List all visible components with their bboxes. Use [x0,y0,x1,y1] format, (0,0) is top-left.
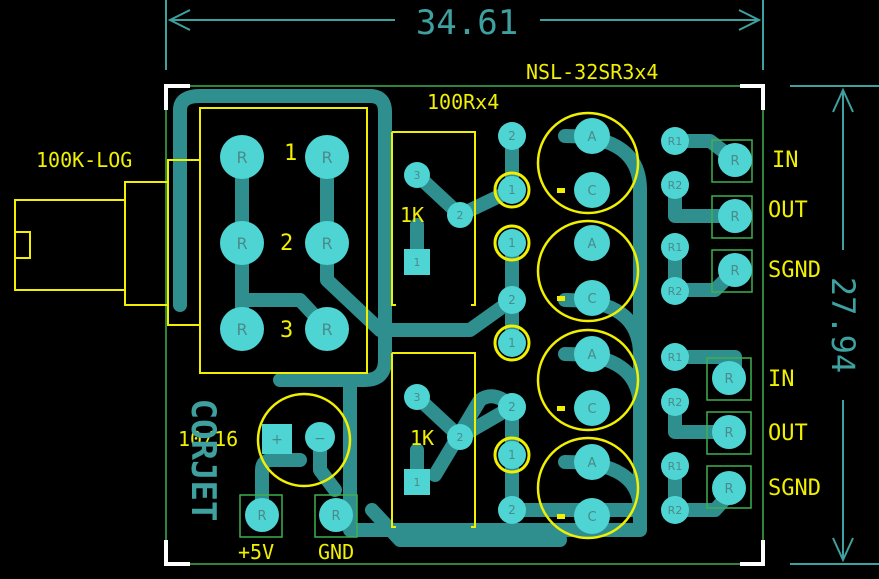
pad-label: 1 [414,256,421,269]
logo-text: CORJET [183,399,223,522]
pad-label: 1 [508,448,516,462]
pad [305,221,349,265]
position-2-label: 2 [280,231,293,256]
pad-label: R1 [668,351,683,364]
array-pads [498,122,526,524]
in2-label: IN [768,367,795,392]
pad-label: C [587,402,596,417]
pot-label: 100K-LOG [36,148,132,172]
pad-label: 3 [414,391,421,404]
pad-label: A [588,130,597,145]
pad [220,221,264,265]
pad-label: A [588,348,597,363]
pad-label: R [724,426,733,441]
pad-label: C [587,510,596,525]
pad-label: R [730,210,739,225]
connector-pads [245,143,752,532]
relay-pads [574,118,610,534]
sgnd1-label: SGND [768,258,821,283]
pad-label: R [236,234,247,253]
pad-label: R2 [668,285,683,298]
pad-label: 3 [414,169,421,182]
pad-label: R [730,154,739,169]
pad-label: R [724,482,733,497]
pad-label: C [587,184,596,199]
pad-label: C [587,292,596,307]
trimmer-pads [404,162,473,495]
pad-label: R [321,234,332,253]
pad-label: 2 [508,129,516,143]
cap-plus-pad [262,424,292,454]
pad-label: R [321,148,332,167]
pad-label: R [321,320,332,339]
pad-label: 1 [508,336,516,350]
trimmer-top-label: 1K [400,203,424,227]
height-dimension-label: 27.94 [824,277,862,373]
pad-label: R [331,509,340,524]
relay-outlines [256,111,640,540]
cap-label: 10/16 [178,427,238,451]
resistor-array-label: 100Rx4 [427,90,499,114]
width-dimension-label: 34.61 [416,3,518,43]
resistor-pads [661,127,689,524]
pad-label: R1 [668,460,683,473]
pad-label: R2 [668,504,683,517]
pad-label: 2 [508,400,516,414]
relay-label: NSL-32SR3x4 [526,60,658,84]
cap-plus-label: + [271,432,283,448]
cap-minus-label: − [314,431,326,447]
position-1-label: 1 [284,141,297,166]
plus5v-label: +5V [238,540,274,564]
pad-label: R [257,509,266,524]
pad-label: 1 [508,183,516,197]
pad [305,307,349,351]
pad-label: 2 [457,431,464,444]
pad-label: A [588,237,597,252]
cap-minus-pad [305,422,335,452]
connector-outlines [239,139,753,538]
position-3-label: 3 [280,318,293,343]
array-pin-markers [493,171,531,474]
pad-label: R2 [668,179,683,192]
pad-label: 2 [508,503,516,517]
pad-label: R1 [668,241,683,254]
board-outline [165,85,764,565]
out1-label: OUT [768,198,808,223]
pad-label: 1 [414,476,421,489]
pad-label: 2 [457,209,464,222]
pad [220,135,264,179]
trimmer-bottom-label: 1K [410,426,434,450]
resistor-network-outline [391,131,476,528]
relay-polarity-marks [557,188,565,519]
pad [305,135,349,179]
potentiometer-body [14,107,368,374]
pad-label: 2 [508,293,516,307]
in1-label: IN [772,148,799,173]
dimension-width [165,0,764,70]
out2-label: OUT [768,421,808,446]
corner-marks [164,84,765,566]
dimension-height [790,85,879,565]
pad-label: 1 [508,236,516,250]
pad [220,307,264,351]
sgnd2-label: SGND [768,476,821,501]
pad-label: R1 [668,135,683,148]
pad-label: R2 [668,396,683,409]
pad-label: R [236,148,247,167]
copper-traces [173,89,742,547]
gnd-label: GND [318,540,354,564]
pad-label: A [588,456,597,471]
pad-label: R [724,372,733,387]
pad-label: R [730,264,739,279]
pot-pads [220,135,349,351]
pad-label: R [236,320,247,339]
